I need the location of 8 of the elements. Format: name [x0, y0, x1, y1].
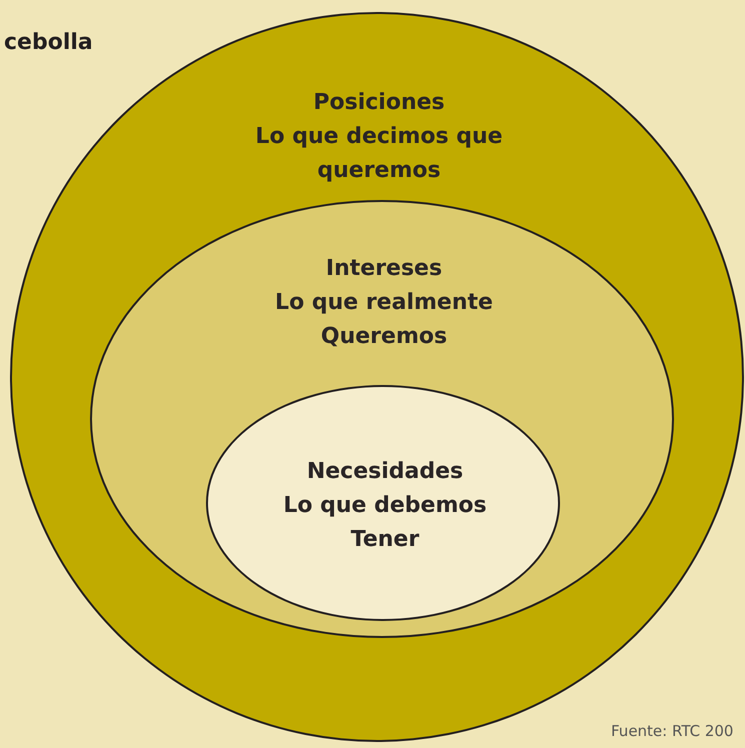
layer-description: Lo que realmente Queremos: [274, 289, 494, 351]
layer-heading: Intereses: [324, 255, 444, 283]
layer-heading: Posiciones: [312, 89, 446, 117]
layer-description: Lo que decimos que queremos: [254, 123, 504, 185]
title-fragment: cebolla: [4, 30, 93, 55]
layer-description: Lo que debemos Tener: [282, 492, 488, 554]
source-note: Fuente: RTC 200: [611, 722, 734, 740]
layer-heading: Necesidades: [306, 458, 464, 486]
